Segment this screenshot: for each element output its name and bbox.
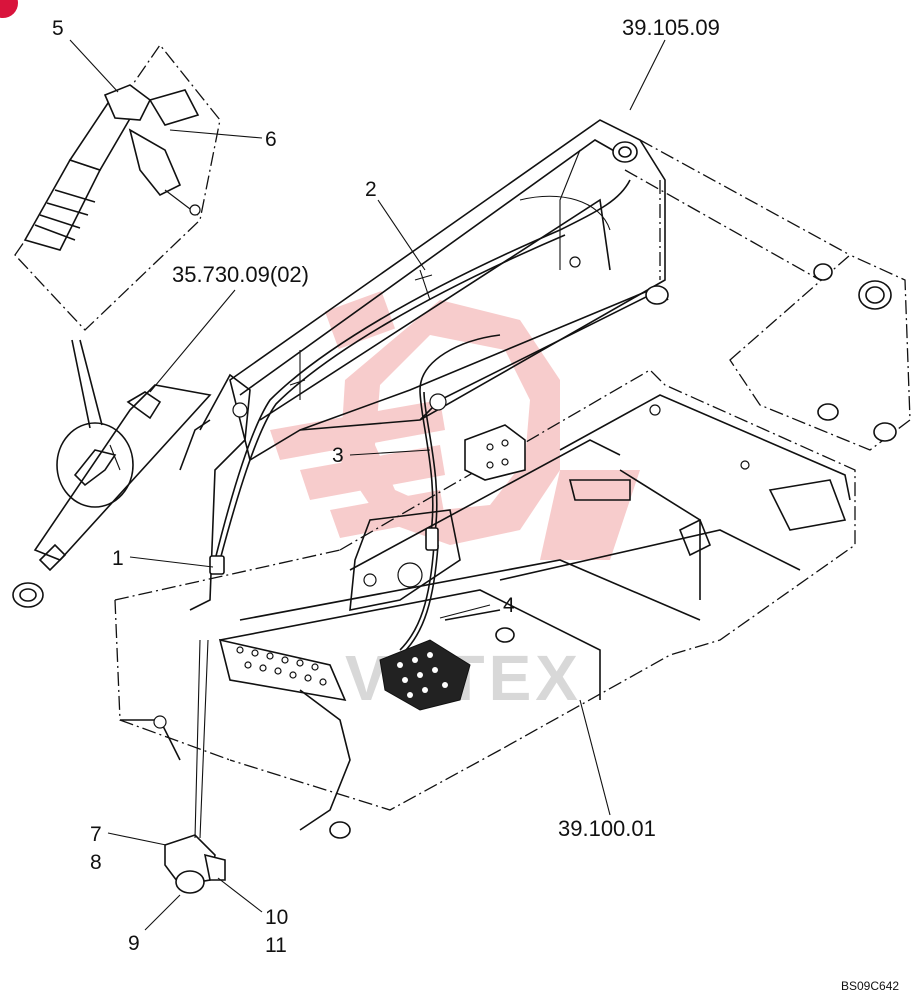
callout-1: 1 [112,547,124,570]
detail-circle [56,339,134,508]
lift-cylinder [12,384,212,608]
clamp-detail [164,639,226,894]
ref-cylinder: 35.730.09(02) [172,262,309,287]
leader-lines [69,39,666,931]
control-valve [379,639,471,711]
hydraulic-hoses [209,179,631,653]
watermark-logo-icon [270,290,640,560]
boom-pivot-plate [624,139,911,451]
drawing-code: BS09C642 [841,979,899,993]
callout-6: 6 [265,128,277,151]
ref-boom: 39.105.09 [622,15,720,40]
sensor-detail [14,43,221,331]
callout-9: 9 [128,932,140,955]
callout-5: 5 [52,17,64,40]
callout-7: 7 [90,823,102,846]
callout-11: 11 [265,934,287,957]
callout-4: 4 [503,594,515,617]
callout-8: 8 [90,851,102,874]
main-frame [114,369,856,839]
boom-arm-assembly [179,119,669,611]
callout-2: 2 [365,178,377,201]
callout-10: 10 [265,906,288,929]
callout-3: 3 [332,444,344,467]
ref-frame: 39.100.01 [558,816,656,841]
corner-badge-icon [0,0,18,18]
